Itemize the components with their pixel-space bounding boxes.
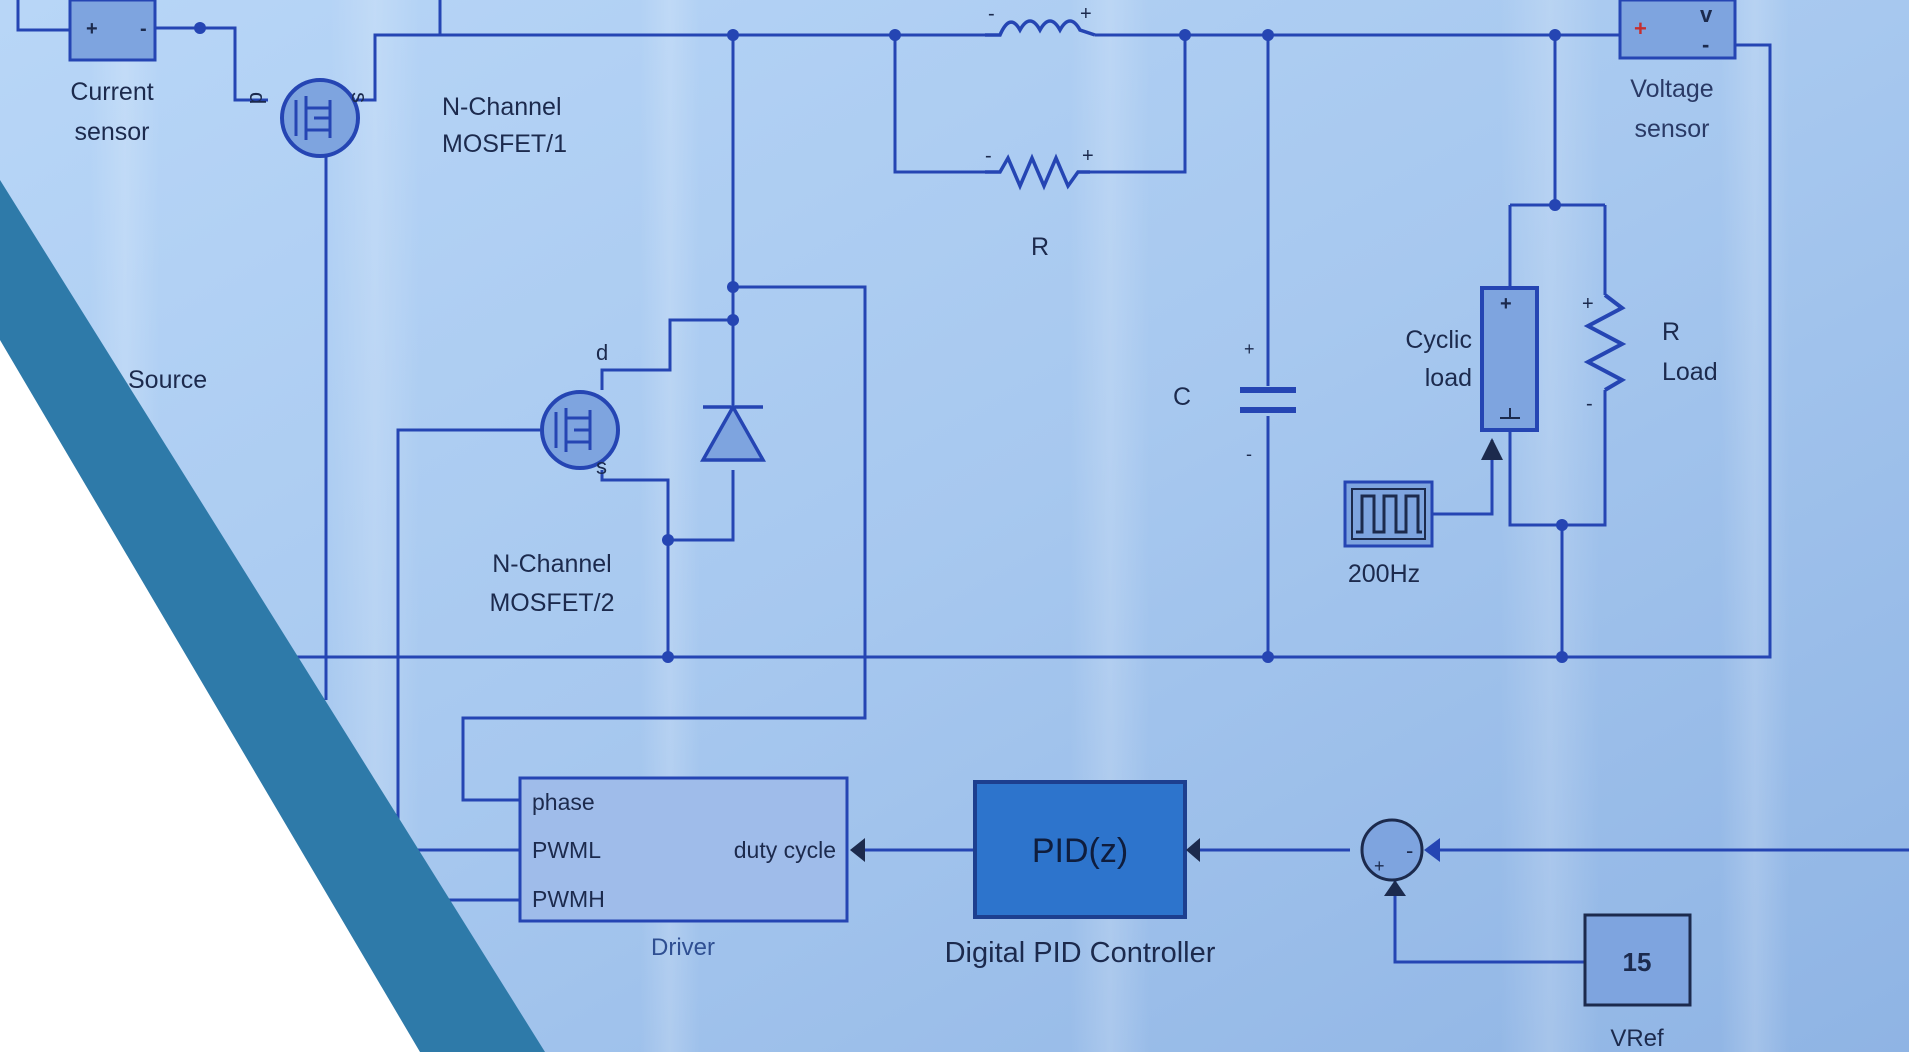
driver-port-pwmh: PWMH	[532, 886, 605, 912]
inductor-minus: -	[988, 3, 995, 25]
vref-block[interactable]: 15	[1583, 913, 1692, 1007]
r-load-plus: +	[1582, 293, 1594, 315]
current-sensor-minus: -	[140, 18, 147, 40]
junction-dots	[194, 22, 1568, 663]
r-load-symbol[interactable]	[1583, 293, 1627, 392]
current-sensor-block[interactable]: + -	[68, 0, 157, 62]
inductor-plus: +	[1080, 3, 1092, 25]
accent-diagonal-band	[0, 180, 545, 1052]
mosfet1-symbol[interactable]	[280, 78, 360, 158]
inductor-symbol[interactable]	[985, 19, 1096, 37]
resistor-r-symbol[interactable]	[985, 153, 1090, 191]
cyclic-load-label-2: load	[1425, 364, 1472, 392]
cyclic-load-block[interactable]: +	[1480, 286, 1539, 432]
vref-caption: VRef	[1610, 1025, 1664, 1052]
mosfet1-label-2: MOSFET/1	[442, 130, 567, 158]
left-decorative-overlay	[0, 180, 545, 1052]
resistor-r-plus: +	[1082, 145, 1094, 167]
pid-input-arrow	[1186, 838, 1200, 862]
voltage-sensor-port: v	[1700, 2, 1713, 27]
sum-minus: -	[1406, 838, 1413, 863]
cyclic-load-plus: +	[1500, 293, 1512, 315]
pulse-generator-block[interactable]	[1343, 480, 1434, 548]
r-load-label-1: R	[1662, 318, 1680, 346]
voltage-sensor-block[interactable]: + v -	[1618, 0, 1737, 60]
sum-bottom-input-arrow	[1384, 880, 1406, 896]
sum-plus: +	[1374, 856, 1385, 876]
cyclic-load-label-1: Cyclic	[1405, 326, 1472, 354]
pid-controller-block[interactable]: PID(z)	[973, 780, 1187, 919]
voltage-sensor-label-1: Voltage	[1630, 75, 1713, 103]
r-load-minus: -	[1586, 393, 1593, 415]
diode-symbol[interactable]	[699, 403, 767, 462]
cyclic-load-input-arrow	[1481, 438, 1503, 460]
voltage-sensor-minus: -	[1702, 32, 1709, 57]
current-sensor-label-2: sensor	[74, 118, 149, 146]
capacitor-symbol[interactable]	[1240, 387, 1296, 413]
mosfet2-label-1: N-Channel	[492, 550, 612, 578]
current-sensor-plus: +	[86, 18, 98, 40]
r-load-label-2: Load	[1662, 358, 1718, 386]
mosfet2-label-2: MOSFET/2	[489, 589, 614, 617]
pulse-freq-label: 200Hz	[1348, 560, 1420, 588]
mosfet2-source-pin: s	[596, 454, 607, 479]
current-sensor-label-1: Current	[70, 78, 153, 106]
driver-input-arrow	[850, 838, 865, 862]
pid-caption: Digital PID Controller	[945, 937, 1216, 969]
mosfet1-source-pin: s	[347, 92, 372, 103]
driver-port-duty-cycle: duty cycle	[734, 837, 836, 863]
mosfet1-drain-pin: d	[245, 92, 270, 104]
mosfet1-label-1: N-Channel	[442, 93, 562, 121]
voltage-sensor-plus: +	[1634, 16, 1647, 41]
capacitor-minus: -	[1246, 444, 1252, 464]
mosfet2-symbol[interactable]	[540, 390, 620, 470]
resistor-r-minus: -	[985, 145, 992, 167]
sum-block[interactable]: + -	[1360, 818, 1424, 882]
vref-value: 15	[1623, 947, 1652, 977]
sum-right-input-arrow	[1424, 838, 1440, 862]
resistor-r-label: R	[1031, 233, 1049, 261]
driver-block[interactable]: phase PWML PWMH duty cycle	[518, 776, 849, 923]
square-wave-icon	[1356, 494, 1422, 534]
voltage-sensor-label-2: sensor	[1634, 115, 1709, 143]
capacitor-plus: +	[1244, 339, 1255, 359]
driver-port-phase: phase	[532, 789, 595, 815]
mosfet2-drain-pin: d	[596, 340, 608, 365]
pid-block-label: PID(z)	[1032, 832, 1128, 870]
capacitor-label: C	[1173, 383, 1191, 411]
driver-port-pwml: PWML	[532, 837, 601, 863]
dc-source-label: Source	[128, 366, 207, 394]
driver-caption: Driver	[651, 934, 715, 961]
